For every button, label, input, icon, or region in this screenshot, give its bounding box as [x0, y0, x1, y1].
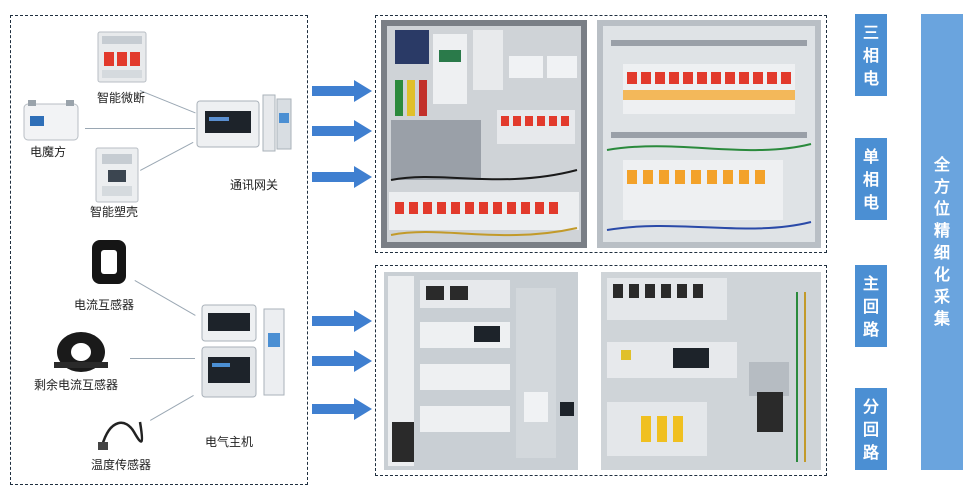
arrow-right-icon	[312, 350, 372, 372]
connector-line	[85, 128, 195, 129]
temperature-sensor-device	[96, 412, 148, 452]
gateway-device	[195, 93, 293, 155]
branch-circuit-tag-char: 路	[862, 442, 879, 462]
full-collection-tag-char: 方	[933, 177, 950, 196]
branch-circuit-tag-char: 分	[862, 396, 879, 416]
branch-circuit-panel-photo	[601, 272, 821, 470]
three-phase-tag-char: 相	[862, 45, 879, 65]
main-circuit-tag-char: 主	[862, 273, 879, 293]
single-phase-tag-char: 电	[862, 192, 879, 212]
temperature-sensor-label: 温度传感器	[91, 458, 152, 472]
residual-current-transformer-label: 剩余电流互感器	[34, 378, 119, 392]
top-photo-frame	[375, 15, 827, 253]
three-phase-tag-char: 三	[862, 22, 879, 42]
main-circuit-tag: 主 回 路	[855, 265, 887, 347]
branch-circuit-tag-char: 回	[862, 419, 879, 439]
gateway-label: 通讯网关	[230, 178, 279, 192]
connector-line	[130, 358, 195, 359]
power-cube-device	[22, 98, 80, 142]
full-collection-tag-char: 位	[933, 199, 950, 218]
arrow-right-icon	[312, 80, 372, 102]
branch-circuit-tag: 分 回 路	[855, 388, 887, 470]
full-collection-tag-char: 全	[933, 155, 950, 174]
device-group-frame	[10, 15, 308, 485]
three-phase-tag: 三 相 电	[855, 14, 887, 96]
residual-current-transformer-device	[48, 326, 114, 376]
power-cube-label: 电魔方	[30, 145, 67, 159]
single-phase-tag-char: 相	[862, 169, 879, 189]
electrical-host-label: 电气主机	[205, 435, 254, 449]
arrow-right-icon	[312, 166, 372, 188]
smart-mcb-device	[96, 30, 148, 84]
main-circuit-tag-char: 回	[862, 296, 879, 316]
single-phase-tag-char: 单	[862, 146, 879, 166]
arrow-right-icon	[312, 310, 372, 332]
full-collection-tag-char: 细	[933, 243, 950, 262]
main-circuit-tag-char: 路	[862, 319, 879, 339]
bottom-photo-frame	[375, 265, 827, 476]
full-collection-tag-char: 精	[933, 221, 950, 240]
single-phase-panel-photo	[597, 20, 821, 248]
electrical-host-device	[200, 303, 290, 399]
arrow-right-icon	[312, 120, 372, 142]
full-collection-tag: 全 方 位 精 细 化 采 集	[921, 14, 963, 470]
current-transformer-device	[86, 236, 132, 288]
main-circuit-panel-photo	[384, 272, 578, 470]
full-collection-tag-char: 化	[933, 265, 950, 284]
smart-mccb-device	[94, 146, 140, 204]
full-collection-tag-char: 集	[933, 309, 950, 328]
arrow-right-icon	[312, 398, 372, 420]
smart-mcb-label: 智能微断	[97, 91, 146, 105]
current-transformer-label: 电流互感器	[74, 298, 135, 312]
three-phase-panel-photo	[381, 20, 587, 248]
three-phase-tag-char: 电	[862, 68, 879, 88]
smart-mccb-label: 智能塑壳	[90, 205, 139, 219]
single-phase-tag: 单 相 电	[855, 138, 887, 220]
full-collection-tag-char: 采	[933, 287, 950, 306]
